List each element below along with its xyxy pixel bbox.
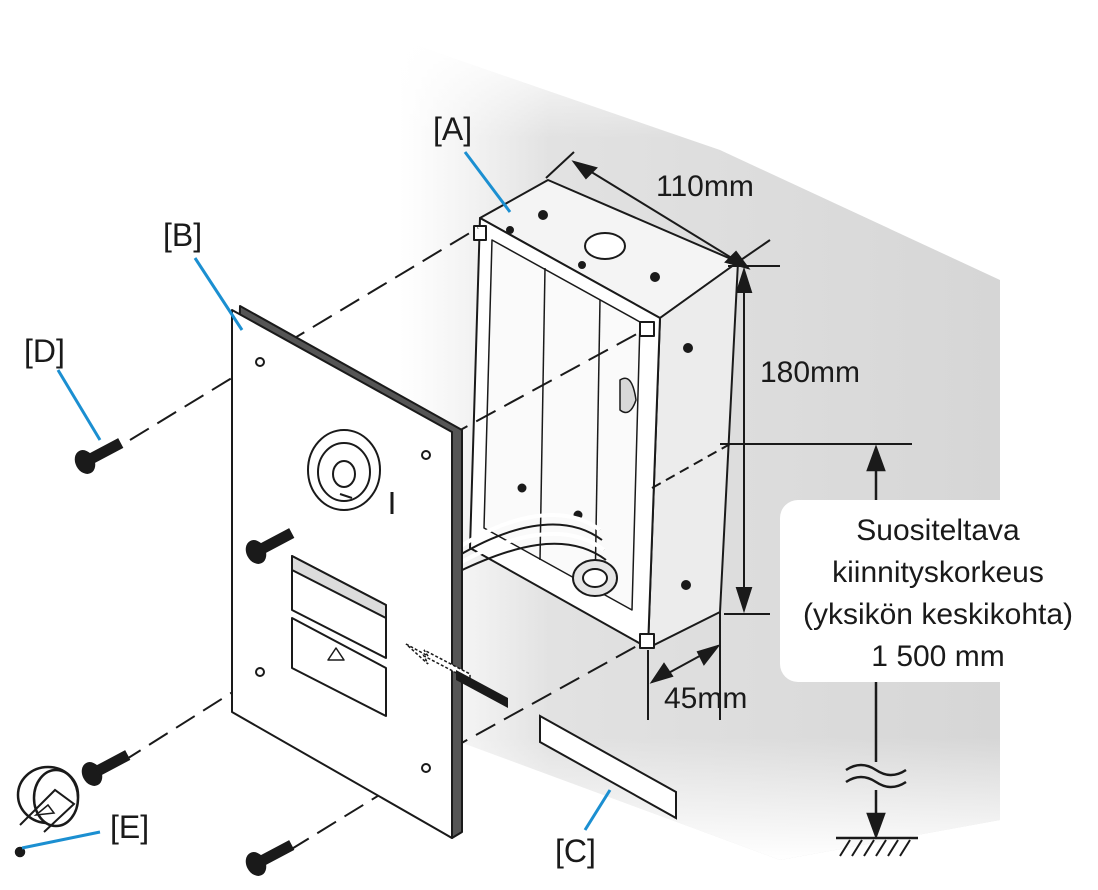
dimension-height: 180mm: [760, 356, 860, 389]
leader-d: [56, 369, 102, 441]
label-d: [D]: [24, 333, 65, 369]
recommendation-line-3: (yksikön keskikohta): [803, 598, 1073, 631]
recommendation-line-2: kiinnityskorkeus: [832, 556, 1044, 589]
hex-key-tool: [14, 765, 80, 858]
insertion-arrow: [405, 643, 508, 708]
dimension-labels: 110mm 180mm 45mm: [656, 170, 860, 715]
screw-4: [245, 840, 295, 876]
leader-e: [21, 830, 101, 850]
dimension-lines: [545, 151, 912, 720]
leader-lines: [21, 151, 612, 850]
label-a: [A]: [433, 111, 472, 147]
screws: [74, 438, 295, 876]
recommendation-text: Suositeltava kiinnityskorkeus (yksikön k…: [803, 514, 1073, 673]
name-card: [539, 714, 677, 820]
leader-a: [463, 151, 512, 213]
part-labels: [A] [B] [D] [C] [E]: [24, 111, 596, 869]
height-indicator: [836, 444, 918, 857]
label-e: [E]: [110, 809, 149, 845]
recommendation-line-4: 1 500 mm: [871, 640, 1004, 673]
screw-d: [74, 438, 124, 474]
label-c: [C]: [555, 833, 596, 869]
leader-b: [193, 257, 244, 331]
cable-bundle: [456, 513, 618, 597]
recommendation-box: [780, 500, 1098, 682]
screw-3: [81, 750, 131, 786]
screw-2: [245, 528, 295, 564]
dimension-depth: 45mm: [664, 682, 747, 715]
leader-c: [583, 789, 612, 831]
recommendation-line-1: Suositeltava: [856, 514, 1020, 547]
dimension-width: 110mm: [656, 170, 754, 203]
label-b: [B]: [163, 217, 202, 253]
front-panel: [231, 305, 463, 839]
